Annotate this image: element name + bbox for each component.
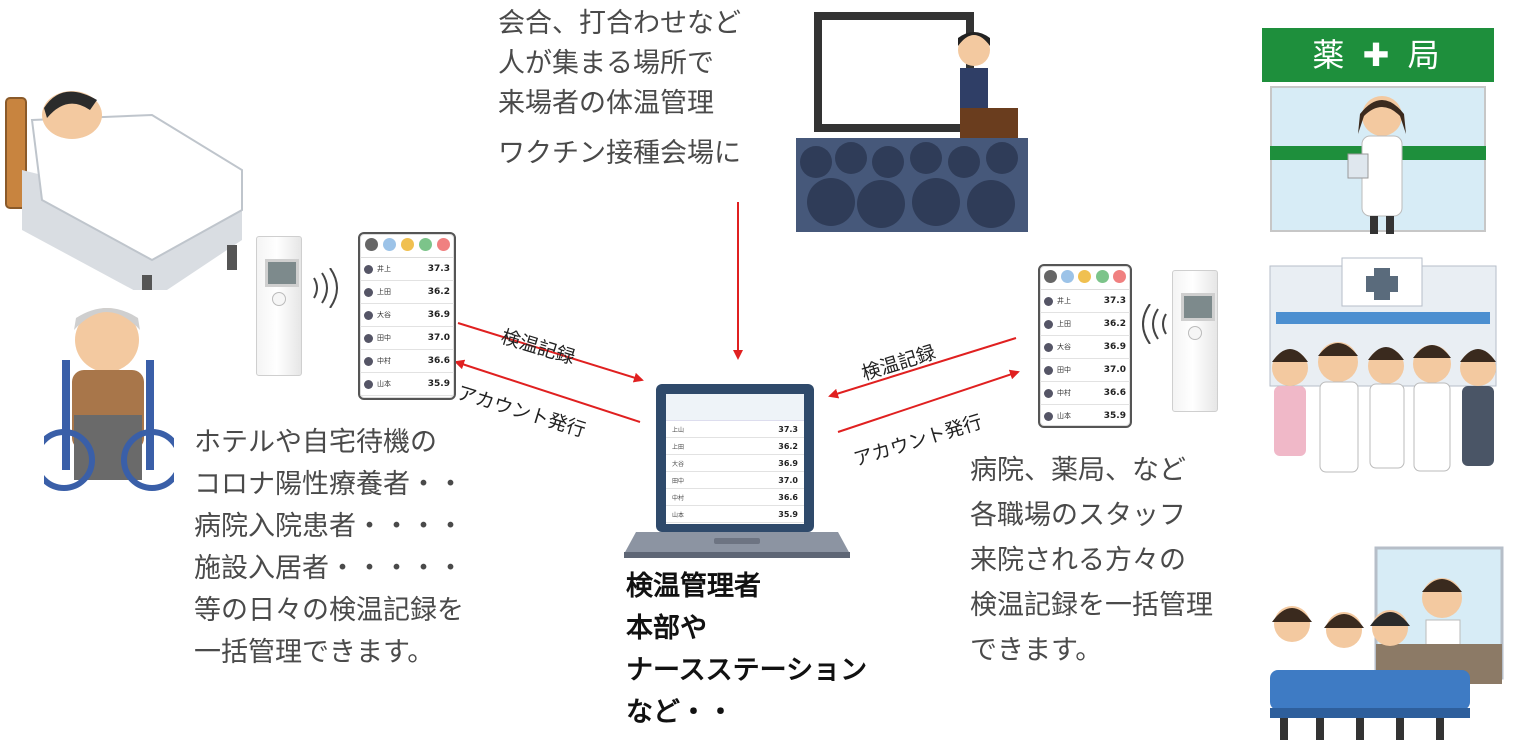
center-text-line: ナースステーション xyxy=(626,655,868,686)
right-text-line: 各職場のスタッフ xyxy=(970,500,1186,531)
right-description: 病院、薬局、など 各職場のスタッフ 来院される方々の 検温記録を一括管理 できま… xyxy=(970,448,1213,673)
right-text-line: 病院、薬局、など xyxy=(970,455,1186,486)
thermometer-sensor-left xyxy=(256,236,302,376)
right-text-line: 来院される方々の xyxy=(970,545,1186,576)
app-icon-row xyxy=(360,234,454,258)
pharmacy-sign: 薬 ✚ 局 xyxy=(1262,28,1494,82)
arrow-left-record xyxy=(457,322,644,383)
sensor-screen xyxy=(265,259,299,287)
arrow-right-account xyxy=(837,369,1020,433)
laptop-base xyxy=(624,532,850,558)
arrow-left-account xyxy=(454,359,641,423)
wireless-signal-icon xyxy=(313,268,338,308)
right-text-line: 検温記録を一括管理 xyxy=(970,590,1213,621)
center-description: 検温管理者 本部や ナースステーション など・・ xyxy=(626,566,867,734)
sensor-screen xyxy=(1181,293,1215,321)
hospital-reception-illustration xyxy=(1270,546,1504,740)
left-text-line: 病院入院患者・・・・ xyxy=(194,511,464,542)
top-text-line: 会合、打合わせなど xyxy=(498,8,741,39)
left-description: ホテルや自宅待機の コロナ陽性療養者・・ 病院入院患者・・・・ 施設入居者・・・… xyxy=(194,422,464,674)
left-text-line: 等の日々の検温記録を xyxy=(194,595,464,626)
arrow-right-record xyxy=(828,337,1017,399)
left-text-line: 一括管理できます。 xyxy=(194,637,435,668)
top-text-line: 人が集まる場所で xyxy=(498,48,714,79)
top-text-line: ワクチン接種会場に xyxy=(498,138,741,169)
sensor-button xyxy=(272,292,286,306)
wheelchair-elder-illustration xyxy=(44,308,174,491)
pharmacy-building: 薬 ✚ 局 xyxy=(1262,28,1494,234)
thermometer-sensor-right xyxy=(1172,270,1218,412)
wireless-signal-icon xyxy=(1142,304,1167,344)
center-text-line: 検温管理者 xyxy=(626,571,761,602)
hospital-staff-illustration xyxy=(1269,257,1497,473)
app-icon-row xyxy=(1040,266,1130,290)
right-text-line: できます。 xyxy=(970,635,1103,666)
presentation-audience-illustration xyxy=(796,12,1028,232)
sensor-button xyxy=(1188,326,1202,340)
top-text-line: 来場者の体温管理 xyxy=(498,88,714,119)
left-text-line: コロナ陽性療養者・・ xyxy=(194,469,464,500)
pharmacist-figure xyxy=(1347,96,1406,234)
left-text-line: ホテルや自宅待機の xyxy=(194,427,437,458)
center-text-line: など・・ xyxy=(626,697,734,728)
top-description: 会合、打合わせなど 人が集まる場所で 来場者の体温管理 ワクチン接種会場に xyxy=(498,4,741,174)
center-text-line: 本部や xyxy=(626,613,707,644)
bed-patient-illustration xyxy=(5,91,243,290)
left-text-line: 施設入居者・・・・・ xyxy=(194,553,464,584)
